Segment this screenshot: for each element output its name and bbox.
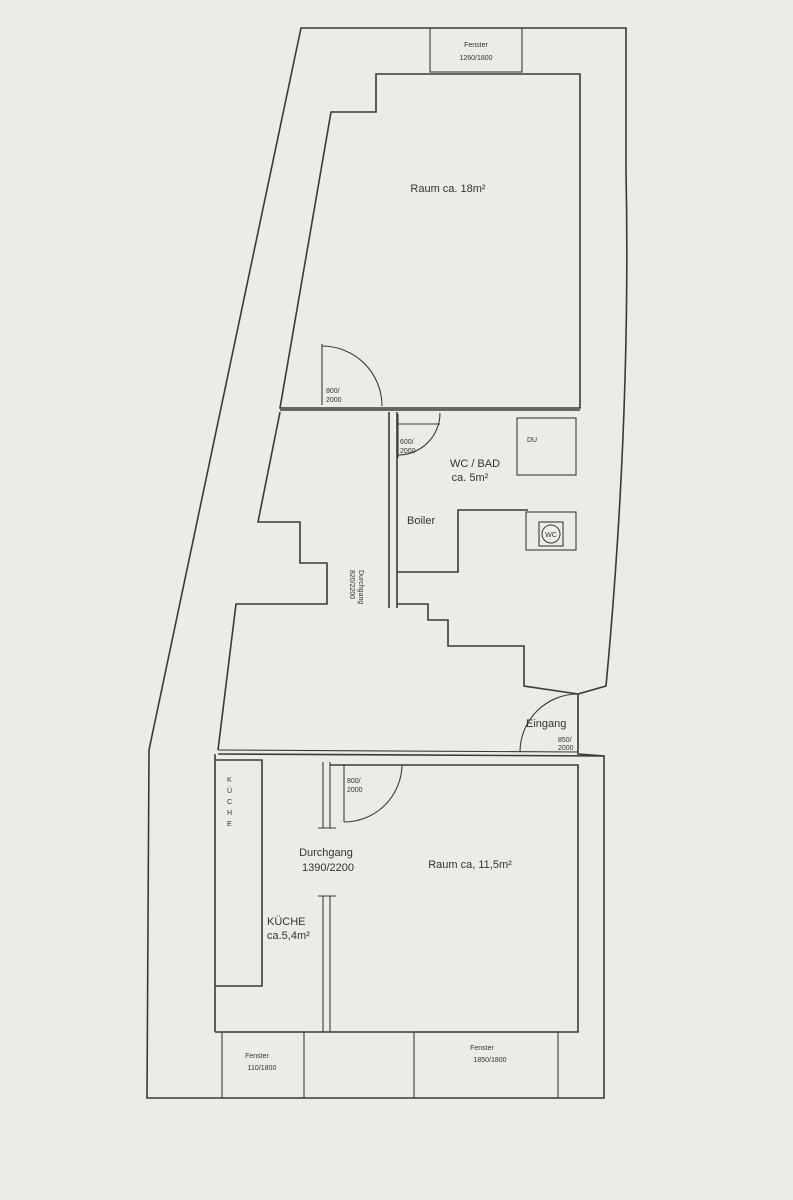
wc-icon-label: WC	[545, 532, 557, 539]
wc-bad-wall	[397, 509, 528, 573]
door-top-swing	[321, 345, 383, 407]
window-bottom-right-size: 1850/1800	[473, 1057, 506, 1064]
wc-icon-frame	[538, 521, 564, 547]
window-top	[429, 27, 523, 73]
kitchen-vertical-3: C	[227, 799, 232, 806]
door-wc-size-1: 600/	[400, 439, 414, 446]
durchgang-bottom-size: 1390/2200	[302, 862, 354, 874]
room-top-label: Raum ca. 18m²	[410, 183, 486, 195]
wc-bad-area: ca. 5m²	[452, 472, 489, 484]
kitchen-inner-wall	[215, 759, 263, 987]
room-top-wall	[279, 73, 581, 409]
window-top-label: Fenster	[464, 42, 488, 49]
door-top-size-2: 2000	[326, 397, 342, 404]
durchgang-bottom-label: Durchgang	[299, 847, 353, 859]
window-bottom-right-label: Fenster	[470, 1045, 494, 1052]
door-bottom-swing	[343, 764, 403, 823]
kitchen-vertical-5: E	[227, 821, 232, 828]
door-bottom-size-2: 2000	[347, 787, 363, 794]
window-bottom-right	[413, 1031, 559, 1099]
door-wc-size-2: 2000	[400, 448, 416, 455]
window-bottom-left-size: 110/1800	[248, 1065, 277, 1072]
wc-icon	[541, 524, 561, 544]
window-bottom-left	[221, 1031, 305, 1099]
door-bottom-size-1: 800/	[347, 778, 361, 785]
door-top-size-1: 800/	[326, 388, 340, 395]
corridor-right-wall	[397, 603, 579, 695]
door-wc-swing	[397, 412, 441, 456]
kitchen-vertical-4: H	[227, 810, 232, 817]
window-top-size: 1260/1800	[459, 55, 492, 62]
entrance-size-2: 2000	[558, 745, 574, 752]
window-bottom-left-label: Fenster	[245, 1053, 269, 1060]
corridor-left-wall	[217, 411, 328, 751]
shower-du	[516, 417, 577, 476]
wc-bad-label: WC / BAD	[450, 458, 500, 470]
kitchen-area: ca.5,4m²	[267, 930, 310, 942]
durchgang-vertical-size: 820/2200	[348, 570, 355, 599]
durchgang-vertical-label: Durchgang	[357, 570, 364, 604]
shower-du-label: DU	[527, 437, 537, 444]
boiler-label: Boiler	[407, 515, 435, 527]
outer-wall	[146, 27, 628, 1099]
entrance-door-swing	[519, 693, 579, 753]
entrance-label: Eingang	[526, 718, 566, 730]
kitchen-vertical-2: Ü	[227, 787, 232, 795]
bottom-wall-double	[217, 749, 579, 753]
kitchen-label: KÜCHE	[267, 916, 306, 928]
kitchen-vertical-1: K	[227, 777, 232, 784]
bottom-outer-wall	[217, 753, 605, 757]
room-bottom-wall	[215, 764, 579, 1033]
wc-fixture-box	[525, 511, 577, 551]
room-bottom-label: Raum ca, 11,5m²	[428, 859, 512, 871]
entrance-size-1: 850/	[558, 737, 572, 744]
